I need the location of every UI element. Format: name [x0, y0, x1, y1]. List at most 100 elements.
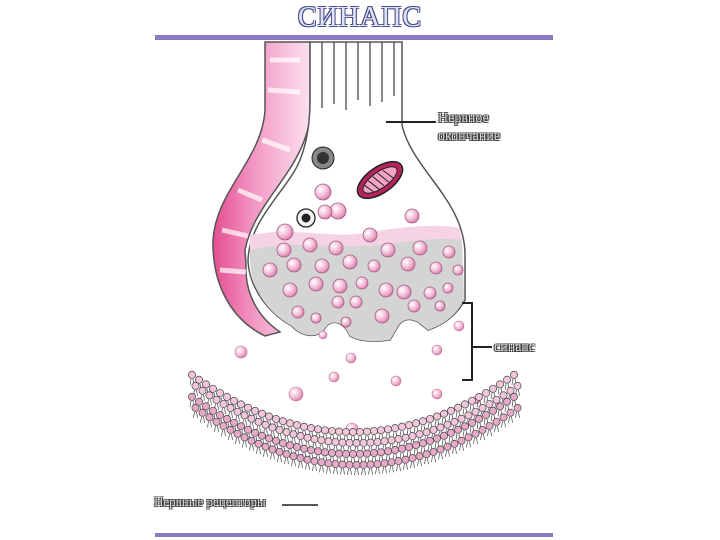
lipid-head: [255, 418, 262, 425]
lipid-head: [213, 396, 220, 403]
lipid-head: [482, 411, 489, 418]
lipid-head: [496, 403, 503, 410]
lipid-head: [353, 439, 360, 446]
lipid-head: [223, 393, 230, 400]
lipid-head: [479, 404, 486, 411]
lipid-tail: [432, 456, 436, 462]
lipid-head: [447, 407, 454, 414]
lipid-head: [234, 430, 241, 437]
lipid-head: [465, 434, 472, 441]
lipid-head: [325, 438, 332, 445]
lipid-head: [202, 403, 209, 410]
lipid-tail: [292, 460, 296, 466]
lipid-tail: [446, 451, 450, 457]
lipid-head: [209, 407, 216, 414]
lipid-head: [468, 419, 475, 426]
synapse-bracket: [462, 303, 492, 380]
lipid-tail: [229, 434, 233, 440]
lipid-head: [503, 376, 510, 383]
dense-core-vesicle: [297, 209, 315, 227]
lipid-head: [353, 461, 360, 468]
lipid-head: [244, 404, 251, 411]
lipid-head: [293, 421, 300, 428]
lipid-head: [307, 425, 314, 432]
lipid-head: [220, 400, 227, 407]
lipid-head: [395, 458, 402, 465]
lipid-tail: [495, 426, 499, 432]
lipid-head: [342, 428, 349, 435]
lipid-head: [381, 438, 388, 445]
lipid-head: [458, 415, 465, 422]
lipid-head: [304, 434, 311, 441]
lipid-head: [384, 448, 391, 455]
lipid-head: [500, 414, 507, 421]
lipid-tail: [502, 421, 506, 427]
lipid-tail: [271, 453, 275, 459]
lipid-head: [370, 449, 377, 456]
lipid-head: [458, 437, 465, 444]
lipid-head: [276, 448, 283, 455]
lipid-tail: [299, 462, 303, 468]
lipid-head: [405, 443, 412, 450]
lipid-tail: [341, 469, 345, 475]
lipid-head: [321, 449, 328, 456]
lipid-head: [269, 424, 276, 431]
lipid-head: [472, 430, 479, 437]
lipid-tail: [278, 456, 282, 462]
lipid-head: [202, 381, 209, 388]
lipid-head: [489, 407, 496, 414]
lipid-head: [262, 443, 269, 450]
lipid-head: [192, 404, 199, 411]
lipid-head: [234, 408, 241, 415]
lipid-head: [311, 436, 318, 443]
lipid-head: [423, 429, 430, 436]
lipid-tail: [236, 438, 240, 444]
lipid-head: [339, 461, 346, 468]
label-nerve-ending-line2: окончание: [438, 128, 500, 146]
lipid-head: [325, 460, 332, 467]
lipid-tail: [327, 467, 331, 473]
lipid-head: [314, 448, 321, 455]
lipid-head: [346, 461, 353, 468]
lipid-head: [279, 440, 286, 447]
lipid-head: [430, 426, 437, 433]
lipid-head: [479, 426, 486, 433]
lipid-head: [192, 382, 199, 389]
lipid-head: [251, 407, 258, 414]
lipid-head: [486, 422, 493, 429]
lipid-head: [367, 439, 374, 446]
lipid-tail: [348, 469, 352, 475]
lipid-head: [416, 453, 423, 460]
lipid-head: [199, 409, 206, 416]
lipid-tail: [453, 448, 457, 454]
lipid-head: [363, 428, 370, 435]
lipid-head: [255, 440, 262, 447]
lipid-tail: [509, 417, 513, 423]
lipid-head: [188, 371, 195, 378]
lipid-head: [416, 431, 423, 438]
lipid-head: [230, 397, 237, 404]
lipid-head: [318, 459, 325, 466]
lipid-tail: [390, 466, 394, 472]
lipid-head: [241, 412, 248, 419]
lipid-tail: [404, 464, 408, 470]
lipid-head: [482, 389, 489, 396]
lipid-head: [307, 447, 314, 454]
lipid-head: [381, 460, 388, 467]
lipid-head: [220, 422, 227, 429]
lipid-head: [374, 438, 381, 445]
lipid-tail: [215, 426, 219, 432]
lipid-head: [384, 426, 391, 433]
lipid-head: [272, 437, 279, 444]
lipid-head: [395, 436, 402, 443]
lipid-head: [437, 424, 444, 431]
lipid-head: [391, 425, 398, 432]
lipid-head: [304, 456, 311, 463]
lipid-tail: [264, 451, 268, 457]
lipid-head: [398, 445, 405, 452]
lipid-tail: [467, 441, 471, 447]
lipid-head: [402, 456, 409, 463]
lipid-head: [262, 421, 269, 428]
lipid-head: [360, 439, 367, 446]
lipid-head: [244, 426, 251, 433]
